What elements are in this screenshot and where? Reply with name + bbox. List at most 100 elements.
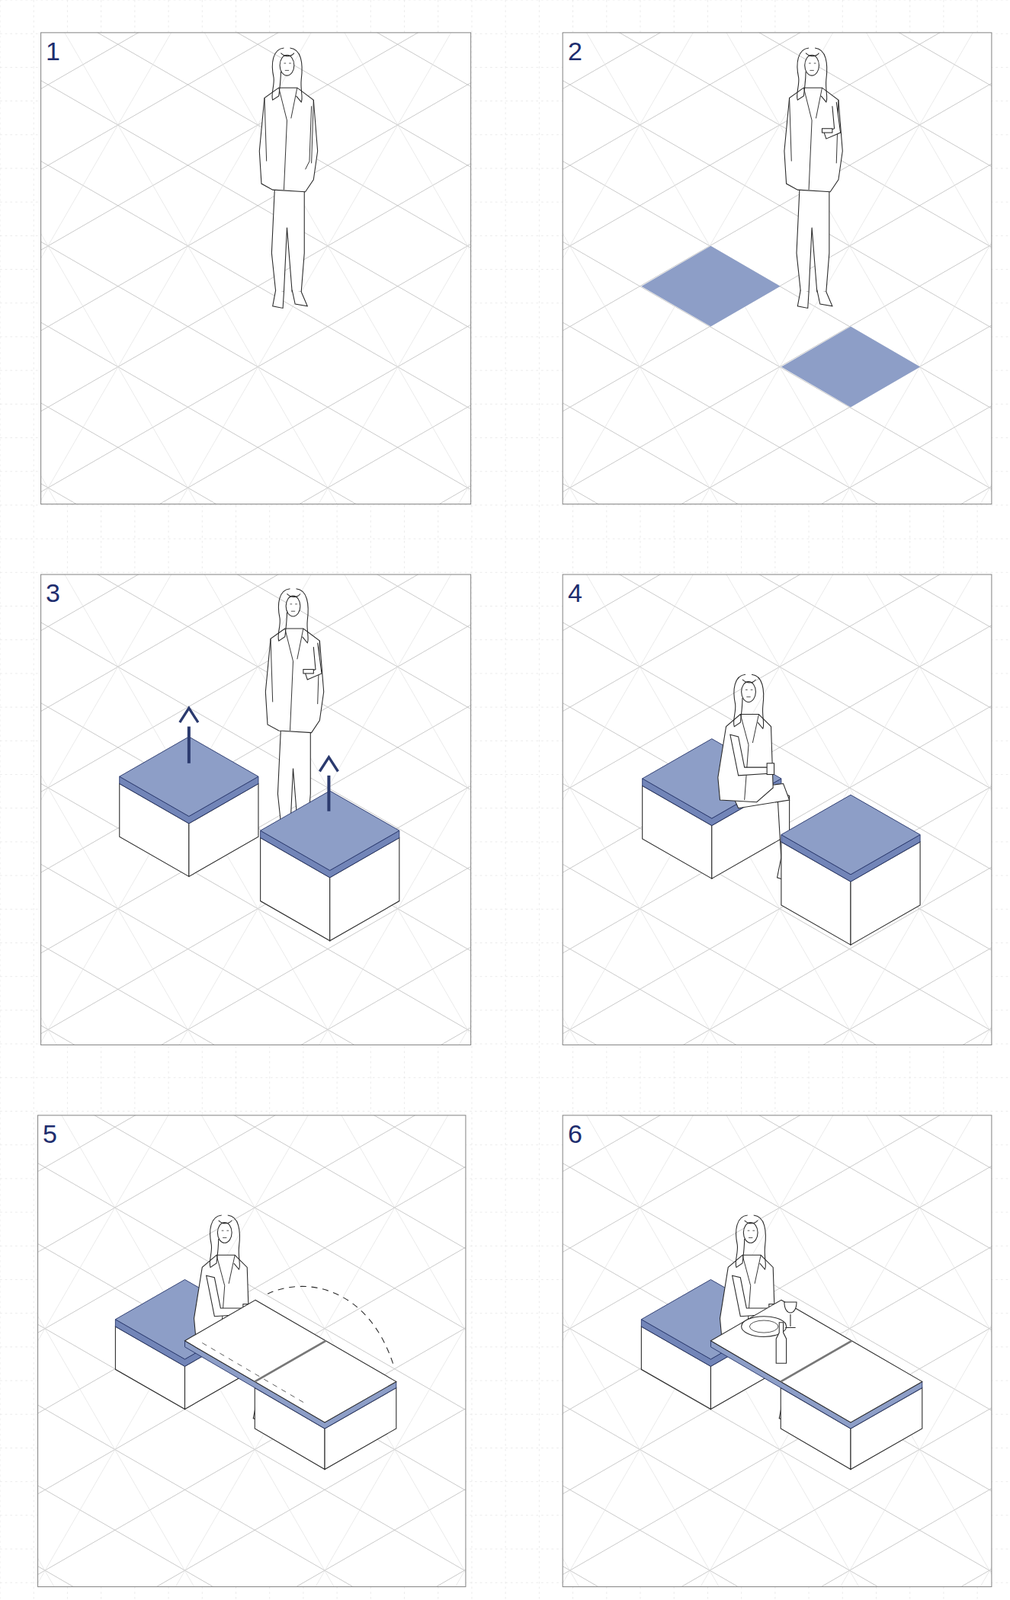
grid-line [980, 32, 992, 505]
panel-content [259, 48, 318, 309]
hair [278, 589, 308, 644]
phone [821, 128, 832, 133]
face-detail [808, 63, 816, 71]
grid-line [562, 1247, 992, 1495]
plate [749, 1321, 779, 1334]
isometric-grid [41, 32, 472, 505]
table-joint [254, 1341, 326, 1383]
grid-line [341, 1115, 466, 1588]
grid-line [562, 574, 992, 632]
grid-line [318, 32, 472, 505]
grid-line [562, 32, 992, 90]
table [710, 1300, 922, 1470]
face [285, 596, 301, 617]
grid-line [0, 0, 1010, 1]
grid-line [41, 574, 58, 1046]
grid-line [38, 1244, 466, 1491]
arrow-stem [187, 727, 191, 764]
grid-line [505, 0, 507, 1600]
grid-line [41, 32, 472, 87]
arm [305, 643, 322, 680]
grid-line [38, 1115, 466, 1331]
grid-line [562, 1115, 992, 1170]
panel-frame [38, 1115, 466, 1588]
grid-line [41, 405, 472, 505]
grid-line [562, 705, 992, 954]
grid-line [41, 574, 472, 790]
panel-ground [41, 32, 472, 505]
arrow-stem [327, 775, 331, 812]
grid-line [562, 322, 992, 505]
grid-line [981, 574, 992, 1046]
grid-line [562, 241, 992, 490]
grid-line [344, 32, 472, 505]
grid-line [562, 1408, 992, 1588]
table-top [710, 1300, 922, 1424]
panel-content [119, 589, 400, 942]
woman-seated [718, 674, 792, 880]
grid-line [204, 32, 471, 505]
table [184, 1286, 396, 1470]
flip-path [267, 1286, 395, 1368]
grid-line [41, 484, 472, 505]
grid-line [562, 32, 580, 505]
grid-line [562, 1115, 992, 1173]
grid-line [0, 1111, 1010, 1113]
grid-line [41, 83, 472, 331]
woman-standing [784, 48, 843, 309]
grid-line [41, 864, 472, 1046]
arm [824, 102, 841, 139]
grid-line [41, 574, 472, 632]
isometric-grid [38, 1115, 466, 1588]
grid-line [178, 32, 451, 505]
grid-line [38, 1409, 466, 1588]
grid-line [562, 574, 992, 629]
grid-line [562, 1026, 992, 1046]
grid-line [38, 1115, 466, 1254]
panel-content [642, 674, 921, 946]
panel-content [641, 1215, 922, 1470]
grid-line [562, 1489, 992, 1588]
face-detail [747, 1231, 755, 1238]
grid-line [726, 32, 992, 505]
arm [305, 105, 312, 170]
table-top [184, 1300, 396, 1424]
grid-line [562, 32, 992, 251]
grid-line [562, 244, 992, 493]
cushion-top [781, 795, 921, 875]
grid-line [0, 572, 1010, 574]
grid-line [38, 1115, 55, 1588]
grid-line [41, 243, 472, 492]
grid-line [41, 80, 472, 329]
grid-line [41, 241, 472, 490]
grid-line [64, 32, 337, 505]
grid-line [562, 163, 992, 412]
grid-line [0, 504, 1010, 506]
panel-number: 6 [567, 1121, 583, 1148]
panel-frame [562, 574, 992, 1046]
grid-line [562, 867, 992, 1046]
grid-line [701, 574, 974, 1046]
grid-line [41, 574, 472, 629]
panel-number: 1 [45, 38, 61, 65]
face [804, 54, 820, 76]
grid-line [64, 574, 337, 1046]
grid-line [38, 1486, 466, 1588]
grid-line [41, 703, 472, 952]
grid-line [562, 574, 992, 790]
grid-line [562, 406, 992, 505]
grid-line [41, 32, 472, 251]
grid-line [562, 484, 992, 505]
grid-line [41, 32, 58, 505]
grid-line [562, 325, 992, 505]
grid-line [562, 1486, 992, 1588]
grid-line [41, 160, 472, 409]
arrow-head [319, 757, 338, 773]
grid-line [38, 1247, 466, 1495]
grid-line [38, 1115, 466, 1173]
floor-tile [781, 327, 921, 408]
grid-line [866, 1115, 992, 1588]
